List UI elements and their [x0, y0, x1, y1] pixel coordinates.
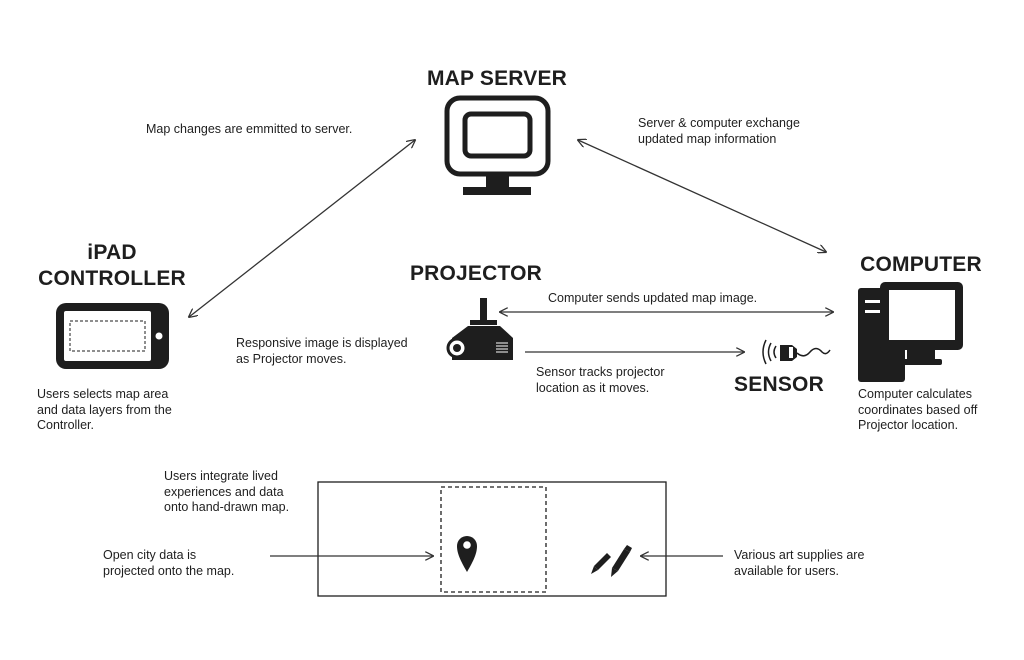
sensor-icon	[762, 339, 831, 365]
caption-line: Controller.	[37, 418, 94, 432]
map-server-title: MAP SERVER	[426, 67, 568, 90]
caption-line: updated map information	[638, 131, 777, 146]
caption-line: projected onto the map.	[103, 563, 235, 578]
caption-line: Server & computer exchange	[638, 116, 800, 130]
projection-area	[440, 486, 547, 593]
ipad-title-line2: CONTROLLER	[38, 267, 186, 290]
caption-line: experiences and data	[164, 484, 284, 499]
desktop-computer-icon	[858, 282, 963, 382]
caption-responsive-image: Responsive image is displayed as Project…	[236, 336, 408, 367]
sensor-title: SENSOR	[734, 373, 824, 396]
map-table	[317, 481, 667, 597]
caption-open-city-data: Open city data is projected onto the map…	[103, 548, 234, 579]
caption-line: Various art supplies are	[734, 548, 865, 562]
caption-line: and data layers from the	[37, 402, 172, 417]
caption-line: Map changes are emmitted to server.	[146, 122, 353, 136]
caption-art-supplies: Various art supplies are available for u…	[734, 548, 864, 579]
arrow-ipad-to-server	[189, 140, 415, 317]
caption-line: Projector location.	[858, 418, 959, 432]
ipad-title-line1: iPAD	[87, 241, 137, 264]
projector-title: PROJECTOR	[409, 262, 543, 285]
pencil-icon	[611, 545, 632, 577]
caption-line: coordinates based off	[858, 402, 978, 417]
projector-icon	[446, 298, 513, 360]
map-pin-icon	[457, 536, 477, 572]
caption-users-integrate: Users integrate lived experiences and da…	[164, 469, 289, 516]
caption-line: location as it moves.	[536, 380, 650, 395]
tablet-icon	[56, 303, 169, 369]
caption-line: Users integrate lived	[164, 469, 278, 483]
caption-computer-sends: Computer sends updated map image.	[548, 291, 757, 307]
caption-users-select: Users selects map area and data layers f…	[37, 387, 172, 434]
arrow-server-to-computer	[578, 140, 826, 252]
caption-line: Open city data is	[103, 548, 197, 562]
caption-line: Users selects map area	[37, 387, 169, 401]
caption-sensor-tracks: Sensor tracks projector location as it m…	[536, 365, 665, 396]
monitor-icon	[444, 95, 551, 195]
ipad-controller-title: iPAD CONTROLLER	[22, 240, 202, 292]
caption-line: Computer sends updated map image.	[548, 291, 758, 305]
computer-title: COMPUTER	[860, 253, 982, 276]
caption-server-exchange: Server & computer exchange updated map i…	[638, 116, 800, 147]
caption-line: as Projector moves.	[236, 351, 347, 366]
caption-line: available for users.	[734, 563, 839, 578]
caption-line: onto hand-drawn map.	[164, 500, 290, 514]
pen-icon	[591, 553, 611, 574]
caption-line: Computer calculates	[858, 387, 972, 401]
caption-line: Responsive image is displayed	[236, 336, 408, 350]
caption-computer-calculates: Computer calculates coordinates based of…	[858, 387, 977, 434]
caption-line: Sensor tracks projector	[536, 365, 665, 379]
caption-map-changes: Map changes are emmitted to server.	[146, 122, 352, 138]
